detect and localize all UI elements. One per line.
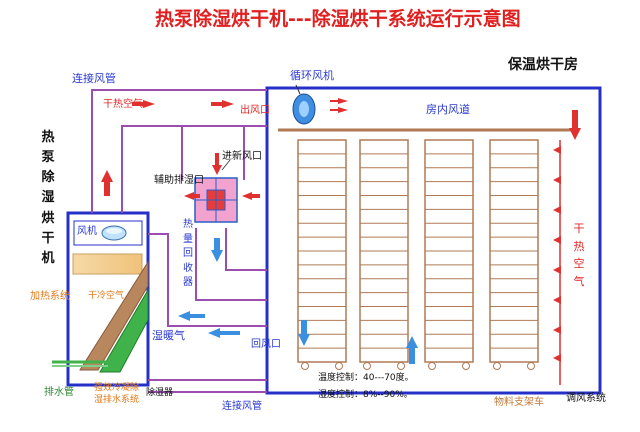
cart-wheel — [462, 362, 470, 370]
dry-cold-air-label: 干冷空气 — [88, 291, 125, 301]
connecting-duct-top-label: 连接风管 — [72, 72, 116, 85]
circulation-fan-icon — [292, 93, 316, 125]
connecting-duct-bottom-label: 连接风管 — [222, 401, 262, 412]
fan-icon — [101, 225, 127, 241]
cart-wheel — [301, 362, 309, 370]
humidity-control-label: 湿度控制：8%--90%。 — [318, 390, 413, 400]
return-air-label: 回风口 — [251, 339, 281, 350]
dry-hot-air-top-label: 干热空气 — [103, 99, 143, 110]
wet-warm-air-label: 湿暖气 — [152, 329, 185, 342]
dehumidifier-label: 除湿器 — [146, 388, 174, 398]
dry-hot-air-right-label: 干热空气 — [573, 222, 585, 288]
cart-wheel — [493, 362, 501, 370]
condenser-coil — [99, 288, 149, 373]
heating-system-label: 加热系统 — [30, 291, 70, 302]
heating-coil — [72, 253, 143, 275]
temp-control-label: 温度控制：40---70度。 — [318, 373, 414, 383]
material-racks — [297, 139, 539, 370]
dryer-room-frame — [265, 86, 602, 395]
aux-exhaust-label: 辅助排湿口 — [154, 175, 204, 186]
heat-recovery-label: 热量回收器 — [183, 219, 193, 288]
drainage-system-label: 湿排水系统 — [94, 395, 140, 405]
heat-pump-machine-label: 热泵除湿烘干机 — [41, 130, 55, 266]
cart-wheel — [527, 362, 535, 370]
dehumidifier-coil — [79, 260, 149, 371]
connecting-ducts — [91, 89, 267, 393]
air-outlet-label: 出风口 — [240, 105, 270, 116]
dryer-room-label: 保温烘干房 — [508, 57, 578, 73]
blue-arrows — [178, 238, 418, 364]
air-regulation-label: 调风系统 — [566, 393, 606, 404]
page-title: 热泵除湿烘干机---除湿烘干系统运行示意图 — [155, 8, 521, 30]
cart-wheel — [335, 362, 343, 370]
red-arrows — [101, 98, 581, 362]
drain-pipe-label: 排水管 — [44, 387, 74, 398]
fresh-air-inlet-label: 进新风口 — [222, 151, 262, 162]
room-air-duct-label: 房内风道 — [426, 103, 470, 116]
material-cart-label: 物料支架车 — [494, 397, 544, 408]
cart-wheel — [397, 362, 405, 370]
cart-wheel — [428, 362, 436, 370]
fan-label: 风机 — [77, 226, 97, 237]
cooling-dehumidify-label: 强效冷凝除 — [94, 383, 140, 393]
circulation-fan-label: 循环风机 — [290, 69, 334, 82]
cart-wheel — [363, 362, 371, 370]
